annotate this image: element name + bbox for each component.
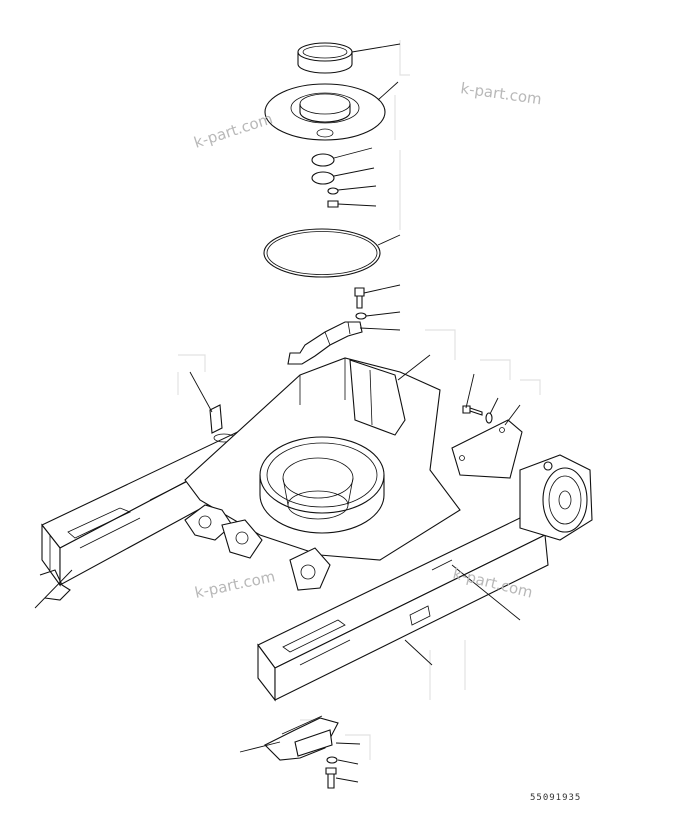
- cover-plate: [264, 83, 386, 141]
- leader-lines: [34, 43, 521, 783]
- gasket-lower: [311, 171, 335, 185]
- front-lugs: [184, 504, 331, 591]
- watermark-text: k-part.com: [193, 567, 277, 602]
- bottom-bracket: [264, 715, 339, 761]
- side-cover-plate: [451, 419, 523, 479]
- watermark-text: k-part.com: [192, 109, 275, 151]
- cover-washer: [485, 412, 493, 424]
- sprocket-drive-housing: [519, 454, 593, 541]
- bottom-washer: [326, 756, 338, 764]
- watermark-text: k-part.com: [459, 79, 542, 108]
- washer-upper: [355, 312, 367, 320]
- bolt-upper: [354, 287, 365, 309]
- cover-bolt: [462, 405, 483, 416]
- bearing-ring: [297, 42, 353, 74]
- swing-circle-mount: [259, 436, 385, 534]
- nut-small: [327, 200, 339, 208]
- bottom-bolt: [325, 767, 337, 789]
- bracket-upper: [287, 321, 363, 365]
- right-side-frame: [257, 517, 549, 702]
- vertical-lug: [209, 404, 235, 443]
- o-ring: [263, 228, 381, 278]
- left-frame-end-detail: [39, 569, 71, 601]
- gasket-upper: [311, 153, 335, 167]
- washer-small: [327, 187, 339, 195]
- drawing-code: 55091935: [530, 793, 581, 803]
